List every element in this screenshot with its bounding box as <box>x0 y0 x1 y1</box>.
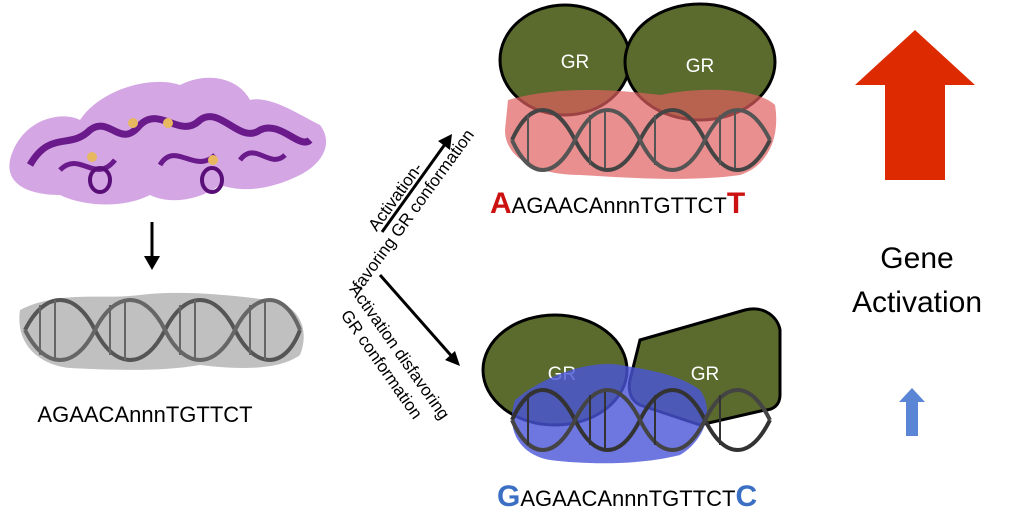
gr-label-left: GR <box>561 52 590 73</box>
zinc-atom <box>128 118 138 128</box>
upper-sequence: AAGAACAnnnTGTTCTT <box>490 187 745 220</box>
lower-complex: GR GR GAGAACAnnnTGTTCTC <box>481 307 782 513</box>
lower-sequence: GAGAACAnnnTGTTCTC <box>497 480 757 513</box>
upper-complex: GR GR AAGAACAnnnTGTTCTT <box>490 2 777 220</box>
gene-activation-label: Gene Activation <box>852 242 982 319</box>
lower-flank-5: G <box>497 480 520 513</box>
dna-surface <box>505 89 777 179</box>
protein-helix-coil <box>200 166 224 194</box>
upper-flank-3: T <box>727 187 745 220</box>
lower-flank-3: C <box>736 480 758 513</box>
gr-label-right: GR <box>686 56 715 77</box>
dna-backbone <box>510 388 772 452</box>
outcome-line2: Activation <box>852 286 982 319</box>
zinc-atom <box>87 152 97 162</box>
free-dna: AGAACAnnnTGTTCT <box>19 292 304 427</box>
lower-branch-label: Activation disfavoring GR conformation <box>337 281 454 423</box>
upper-core-sequence: AGAACAnnnTGTTCT <box>512 193 727 218</box>
protein-helix-coil <box>88 166 112 194</box>
free-dna-sequence: AGAACAnnnTGTTCT <box>37 402 252 427</box>
zinc-atom <box>208 155 218 165</box>
dna-base-pairs <box>527 112 736 168</box>
upper-branch-arrow <box>380 134 452 233</box>
down-arrow <box>144 222 160 270</box>
gr-label-right: GR <box>691 364 720 385</box>
upper-flank-5: A <box>490 187 512 220</box>
dna-surface <box>19 292 304 370</box>
dna-base-pairs <box>527 392 721 448</box>
high-activation-arrow <box>855 30 975 180</box>
protein-surface <box>9 77 327 205</box>
low-activation-arrow <box>899 388 925 436</box>
protein-dna-structure <box>9 77 327 205</box>
dna-backbone <box>510 108 772 172</box>
zinc-atom <box>163 118 173 128</box>
lower-core-sequence: AGAACAnnnTGTTCT <box>520 486 735 511</box>
dna-base-pairs <box>39 300 266 360</box>
lower-branch-arrow <box>378 274 460 366</box>
outcome-line1: Gene <box>880 242 953 275</box>
dna-backbone <box>23 298 302 362</box>
upper-label-line2: favoring GR conformation <box>349 126 478 294</box>
